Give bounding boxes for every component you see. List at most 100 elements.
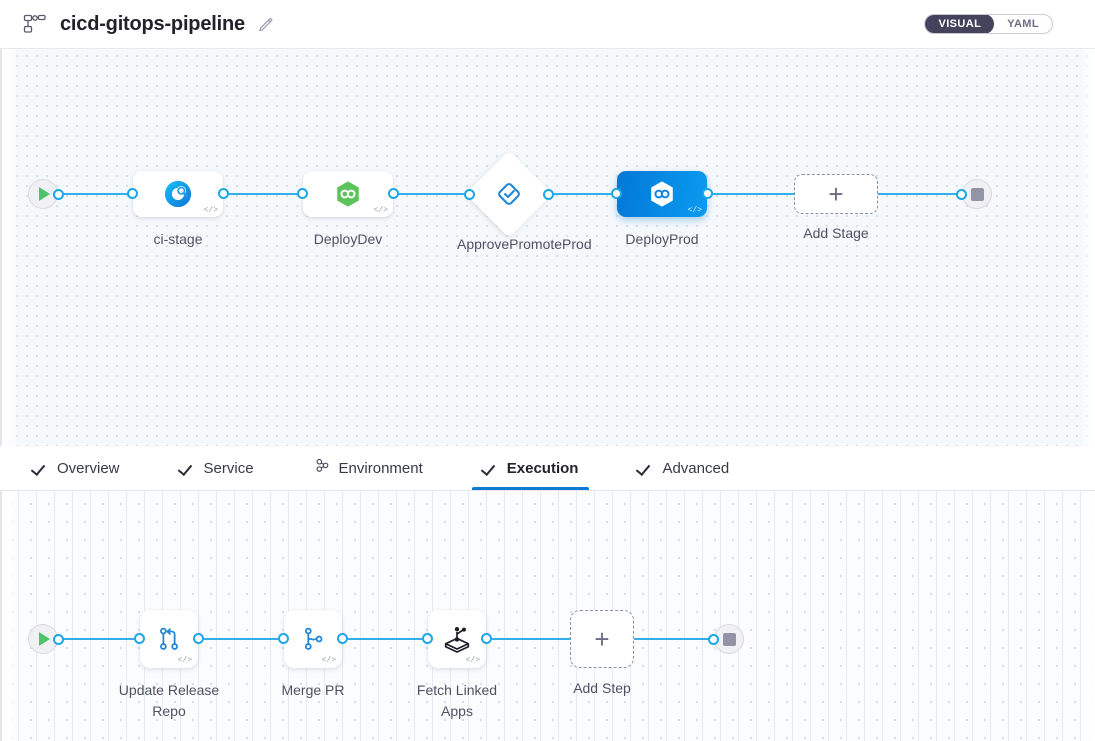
add-step-label: Add Step [573, 680, 631, 696]
step-output-port[interactable] [193, 633, 204, 644]
end-input-port[interactable] [956, 188, 967, 200]
git-merge-icon [160, 627, 178, 650]
add-stage-node[interactable]: + Add Stage [794, 174, 878, 241]
plus-icon: + [594, 624, 610, 654]
add-stage-label: Add Stage [803, 225, 869, 241]
page-left-border [0, 49, 2, 741]
page-title: cicd-gitops-pipeline [60, 12, 245, 35]
stage-input-port[interactable] [297, 188, 308, 199]
tab-execution[interactable]: Execution [471, 446, 590, 490]
stage-input-port[interactable] [611, 188, 622, 199]
gitops-apps-icon [444, 627, 470, 653]
play-icon [39, 187, 50, 201]
step-end-node[interactable] [708, 624, 744, 654]
tab-label: Advanced [662, 459, 730, 477]
edge-ci-to-deploydev [222, 193, 322, 196]
infrastructure-icon [314, 458, 330, 478]
add-step-node[interactable]: + Add Step [570, 610, 634, 696]
stage-output-port[interactable] [702, 188, 713, 199]
pencil-icon[interactable] [257, 15, 275, 33]
check-icon [180, 461, 195, 476]
add-step-button[interactable]: + [570, 610, 634, 668]
edge-start-to-ci [53, 193, 153, 196]
edge-addstep-to-end [634, 638, 724, 641]
step-label: Update Release Repo [118, 682, 220, 719]
stage-output-port[interactable] [218, 188, 229, 199]
step-input-port[interactable] [278, 633, 289, 644]
step-output-port[interactable] [337, 633, 348, 644]
stage-label: DeployProd [625, 231, 699, 247]
approval-diamond[interactable] [465, 150, 553, 238]
stop-icon [970, 187, 984, 201]
edge-deploydev-to-approval [392, 193, 492, 196]
edge-fetch-linked-apps-to-addstep [475, 638, 571, 641]
stage-canvas[interactable]: </> ci-stage </> DeployDev [0, 49, 1095, 446]
step-node-update-release-repo[interactable]: </> Update Release Repo [119, 610, 219, 719]
code-glyph: </> [687, 206, 702, 215]
view-mode-toggle[interactable]: VISUAL YAML [924, 14, 1053, 34]
plus-icon: + [828, 179, 844, 209]
tab-label: Overview [57, 459, 120, 477]
ci-build-icon [164, 180, 192, 208]
edge-update-release-repo-to-merge-pr [185, 638, 297, 641]
check-icon [483, 461, 498, 476]
step-box[interactable]: </> [140, 610, 198, 668]
stage-label: DeployDev [313, 231, 383, 247]
stage-end-node[interactable] [956, 179, 992, 209]
edge-start-to-update-release-repo [53, 638, 153, 641]
step-output-port[interactable] [481, 633, 492, 644]
tab-environment[interactable]: Environment [303, 446, 434, 490]
tab-label: Service [203, 459, 254, 477]
step-node-fetch-linked-apps[interactable]: </> Fetch Linked Apps [417, 610, 497, 719]
step-box[interactable]: </> [284, 610, 342, 668]
canvas-grid [0, 49, 1095, 446]
tab-advanced[interactable]: Advanced [627, 446, 740, 490]
start-output-port[interactable] [53, 188, 64, 200]
stage-detail-tabs[interactable]: Overview Service Environment Execution [0, 446, 1095, 491]
stage-label: ci-stage [153, 231, 203, 247]
tab-label: Environment [338, 459, 423, 477]
tab-overview[interactable]: Overview [22, 446, 131, 490]
end-node-circle[interactable] [714, 624, 744, 654]
check-icon [638, 461, 653, 476]
stage-input-port[interactable] [127, 188, 138, 199]
step-input-port[interactable] [134, 633, 145, 644]
git-branch-icon [304, 627, 323, 650]
step-start-node[interactable] [28, 624, 64, 654]
approval-icon [498, 183, 520, 205]
page-header: cicd-gitops-pipeline VISUAL YAML [0, 0, 1095, 49]
step-node-merge-pr[interactable]: </> Merge PR [278, 610, 348, 698]
add-stage-button[interactable]: + [794, 174, 878, 214]
step-box[interactable]: </> [428, 610, 486, 668]
step-input-port[interactable] [422, 633, 433, 644]
approval-output-port[interactable] [543, 188, 554, 200]
stage-label: ApprovePromoteProd [457, 236, 592, 252]
edge-addstage-to-end [876, 193, 972, 196]
stage-node-deploydev[interactable]: </> DeployDev [297, 171, 399, 247]
start-node-circle[interactable] [28, 179, 58, 209]
step-label: Merge PR [281, 682, 345, 698]
stage-node-ci-stage[interactable]: </> ci-stage [127, 171, 229, 247]
stage-start-node[interactable] [28, 179, 64, 209]
code-glyph: </> [203, 206, 218, 215]
code-glyph: </> [373, 206, 388, 215]
tab-service[interactable]: Service [169, 446, 265, 490]
stage-output-port[interactable] [388, 188, 399, 199]
stage-box[interactable]: </> [303, 171, 393, 217]
approval-input-port[interactable] [464, 188, 475, 200]
stage-box[interactable]: </> [133, 171, 223, 217]
code-glyph: </> [177, 656, 192, 665]
stage-node-deployprod[interactable]: </> DeployProd [611, 171, 713, 247]
start-output-port[interactable] [53, 633, 64, 645]
toggle-option-yaml[interactable]: YAML [1007, 18, 1039, 30]
end-input-port[interactable] [708, 633, 719, 645]
stage-box-selected[interactable]: </> [617, 171, 707, 217]
code-glyph: </> [465, 656, 480, 665]
code-glyph: </> [321, 656, 336, 665]
cd-deploy-icon [337, 181, 359, 207]
step-canvas[interactable]: </> Update Release Repo </> [0, 491, 1095, 741]
toggle-option-visual[interactable]: VISUAL [925, 15, 995, 33]
play-icon [39, 632, 50, 646]
stage-node-approvepromoteprod[interactable]: ApprovePromoteProd [457, 150, 592, 252]
edge-approval-to-deployprod [545, 193, 637, 196]
